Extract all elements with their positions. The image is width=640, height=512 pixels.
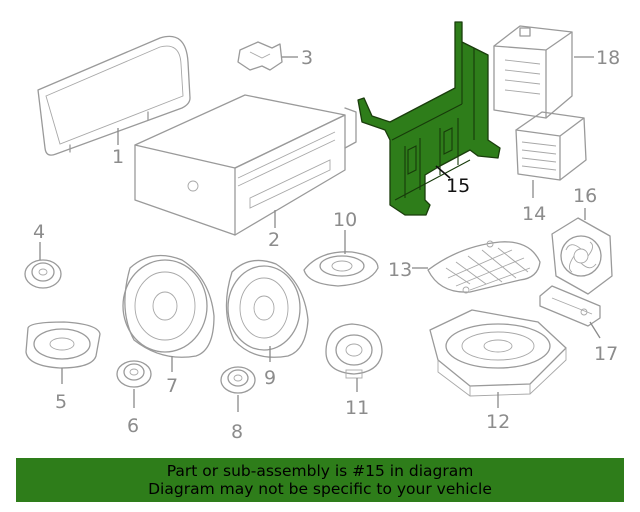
info-banner: Part or sub-assembly is #15 in diagram D… [16, 458, 624, 502]
part-12-subwoofer[interactable] [429, 309, 567, 397]
callout-7: 7 [166, 375, 178, 397]
callout-8: 8 [231, 421, 243, 443]
part-14-module[interactable] [515, 111, 587, 181]
callout-2: 2 [268, 229, 280, 251]
part-8-tweeter[interactable] [220, 366, 256, 394]
callout-15: 15 [446, 175, 470, 197]
callout-3: 3 [301, 47, 313, 69]
callout-17: 17 [594, 343, 618, 365]
part-4-tweeter[interactable] [24, 259, 62, 289]
part-5-speaker[interactable] [25, 321, 101, 369]
parts-diagram: 1 2 3 15 18 14 [24, 21, 620, 443]
leader-15 [435, 165, 451, 179]
part-10-tweeter[interactable] [303, 251, 379, 287]
banner-line-2: Diagram may not be specific to your vehi… [148, 480, 492, 498]
part-3-bracket[interactable] [237, 41, 283, 71]
part-1-display[interactable] [37, 35, 191, 156]
callout-13: 13 [388, 259, 412, 281]
callout-6: 6 [127, 415, 139, 437]
banner-line-1: Part or sub-assembly is #15 in diagram [166, 462, 474, 480]
callout-11: 11 [345, 397, 369, 419]
part-7-woofer[interactable] [122, 254, 215, 358]
part-9-woofer[interactable] [225, 259, 309, 358]
callout-12: 12 [486, 411, 510, 433]
callout-14: 14 [522, 203, 546, 225]
callout-4: 4 [33, 221, 45, 243]
callout-18: 18 [596, 47, 620, 69]
callout-5: 5 [55, 391, 67, 413]
leader-17 [589, 321, 601, 339]
callout-1: 1 [112, 146, 124, 168]
callout-9: 9 [264, 367, 276, 389]
part-11-speaker[interactable] [325, 323, 383, 379]
part-18-amplifier[interactable] [493, 25, 573, 119]
callout-16: 16 [573, 185, 597, 207]
part-16-fan[interactable] [551, 217, 613, 295]
part-17-bracket[interactable] [539, 285, 601, 327]
part-2-head-unit[interactable] [134, 94, 357, 236]
part-13-grille[interactable] [427, 240, 541, 294]
callout-10: 10 [333, 209, 357, 231]
part-6-tweeter[interactable] [116, 360, 152, 388]
part-15-bracket-highlighted[interactable] [357, 21, 501, 216]
